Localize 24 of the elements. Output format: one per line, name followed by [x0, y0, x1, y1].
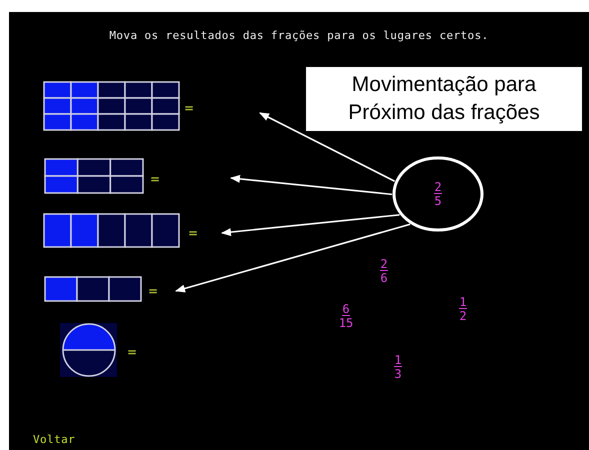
back-link: Voltar — [33, 433, 76, 446]
callout-text: Movimentação para Próximo das frações — [347, 72, 541, 126]
equals-sign: = — [184, 100, 194, 116]
arrow — [175, 223, 410, 292]
callout-box — [305, 66, 583, 132]
arrow — [259, 112, 396, 182]
equals-sign: = — [150, 171, 160, 187]
instruction-text: Mova os resultados das frações para os lugares certos. — [108, 29, 490, 42]
answer-ellipse — [392, 156, 484, 232]
fraction-numerator: 2 — [380, 258, 388, 271]
fraction-denominator: 2 — [459, 309, 467, 323]
fraction-denominator: 15 — [338, 316, 354, 330]
fraction-denominator: 6 — [380, 271, 388, 285]
arrow — [221, 214, 400, 236]
fraction-numerator: 1 — [459, 296, 467, 309]
fraction-denominator: 3 — [394, 367, 402, 381]
equals-sign: = — [148, 283, 158, 299]
equals-sign: = — [127, 344, 138, 360]
equals-sign: = — [188, 225, 198, 241]
arrow — [230, 174, 392, 196]
fraction-numerator: 1 — [394, 354, 402, 367]
fraction-denominator: 5 — [434, 194, 442, 208]
fraction-numerator: 2 — [434, 180, 442, 194]
fraction-numerator: 6 — [342, 303, 350, 316]
